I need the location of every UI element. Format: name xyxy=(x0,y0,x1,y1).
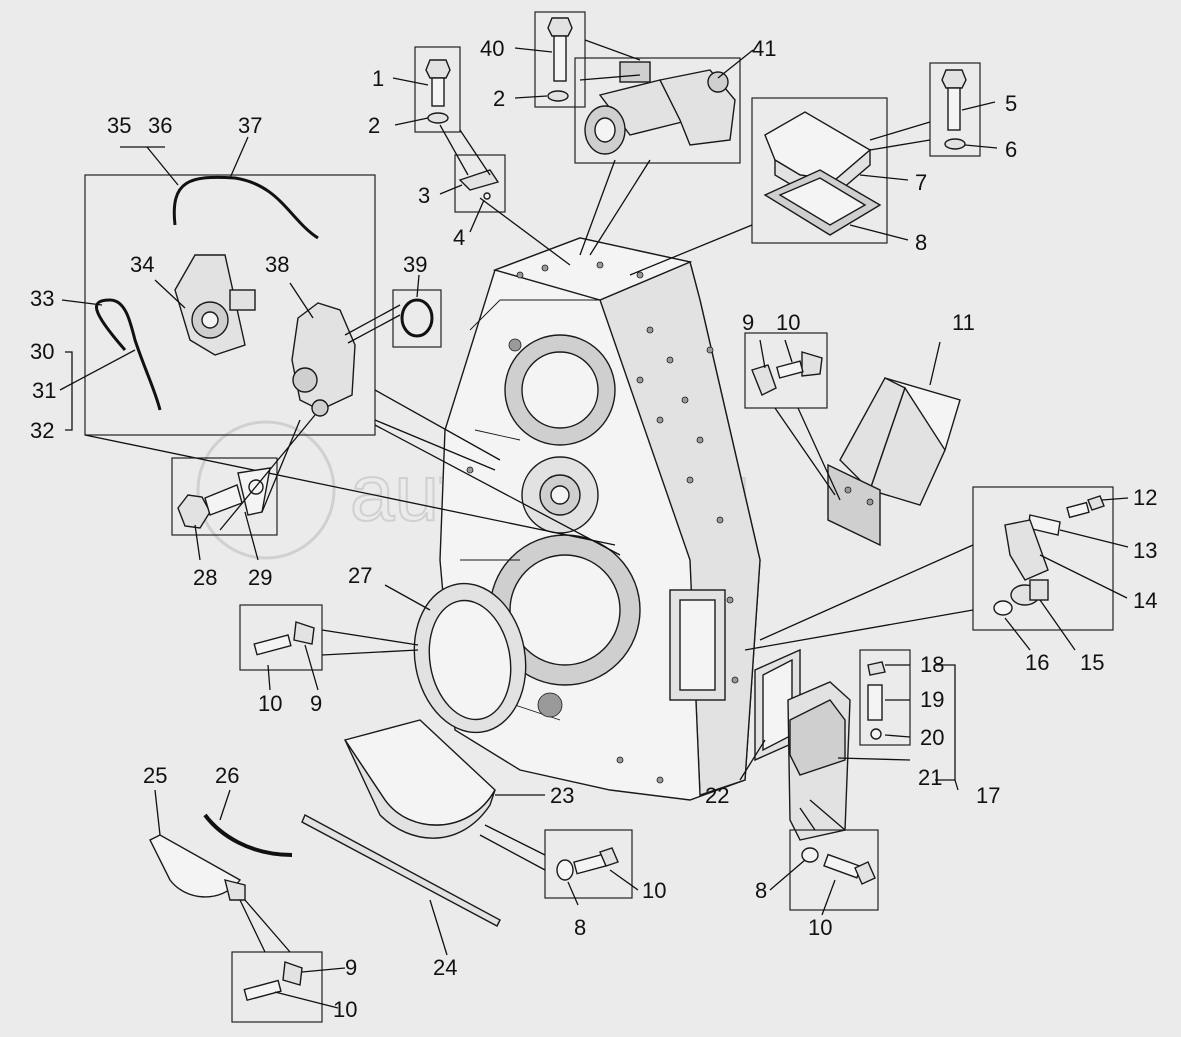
label-8: 8 xyxy=(755,878,767,903)
label-20: 20 xyxy=(920,725,944,750)
label-39: 39 xyxy=(403,252,427,277)
bolt-group-8-10-center xyxy=(479,824,633,899)
clip-bolt-group-9-10-bottom xyxy=(231,899,323,1023)
box-bolt-8-10-right xyxy=(789,829,879,911)
label-leaders xyxy=(194,47,998,1009)
label-8: 8 xyxy=(574,915,586,940)
label-33: 33 xyxy=(30,286,54,311)
label-10: 10 xyxy=(333,997,357,1022)
box-clip-9-10-top xyxy=(744,332,828,409)
solenoid-valve-group xyxy=(534,11,741,164)
label-16: 16 xyxy=(1025,650,1049,675)
label-5: 5 xyxy=(1005,91,1017,116)
plate-group-12-16 xyxy=(744,486,1129,651)
label-10: 10 xyxy=(642,878,666,903)
label-24: 24 xyxy=(433,955,457,980)
callout-labels: 1 2 3 4 40 2 41 5 6 7 8 35 36 37 34 38 3… xyxy=(30,36,1157,1022)
box-clip-9-10-bottom xyxy=(231,951,323,1023)
label-10: 10 xyxy=(808,915,832,940)
label-14: 14 xyxy=(1133,588,1157,613)
label-9: 9 xyxy=(742,310,754,335)
label-32: 32 xyxy=(30,418,54,443)
strip-24 xyxy=(301,814,501,956)
o-ring-39 xyxy=(344,274,442,348)
label-22: 22 xyxy=(705,783,729,808)
label-26: 26 xyxy=(215,763,239,788)
label-29: 29 xyxy=(248,565,272,590)
clip-bolt-group-9-10-top xyxy=(744,332,828,409)
label-23: 23 xyxy=(550,783,574,808)
label-36: 36 xyxy=(148,113,172,138)
label-35: 35 xyxy=(107,113,131,138)
label-2: 2 xyxy=(368,113,380,138)
label-8: 8 xyxy=(915,230,927,255)
box-cover-7-8 xyxy=(751,97,888,244)
label-18: 18 xyxy=(920,652,944,677)
label-15: 15 xyxy=(1080,650,1104,675)
box-bolt-5-6 xyxy=(929,62,981,157)
box-bolt-28-29 xyxy=(171,457,278,536)
label-27: 27 xyxy=(348,563,372,588)
label-31: 31 xyxy=(32,378,56,403)
label-38: 38 xyxy=(265,252,289,277)
bracket-11 xyxy=(774,341,961,547)
label-12: 12 xyxy=(1133,485,1157,510)
label-25: 25 xyxy=(143,763,167,788)
label-10: 10 xyxy=(258,691,282,716)
label-28: 28 xyxy=(193,565,217,590)
label-19: 19 xyxy=(920,687,944,712)
clip-bolt-group-9-10-left xyxy=(239,604,419,671)
box-bolt-40 xyxy=(534,11,586,108)
bolt-group-8-10-right xyxy=(789,799,879,911)
label-13: 13 xyxy=(1133,538,1157,563)
label-21: 21 xyxy=(918,765,942,790)
label-10: 10 xyxy=(776,310,800,335)
tray-23 xyxy=(343,719,545,839)
box-bracket-3-4 xyxy=(454,154,506,213)
label-6: 6 xyxy=(1005,137,1017,162)
label-30: 30 xyxy=(30,339,54,364)
box-bolt-1-2 xyxy=(414,46,461,133)
box-plug-18-20 xyxy=(859,649,911,746)
label-17: 17 xyxy=(976,783,1000,808)
shield-group-25-26 xyxy=(149,789,293,901)
label-7: 7 xyxy=(915,170,927,195)
pump-assembly-group xyxy=(59,136,376,436)
label-4: 4 xyxy=(453,225,465,250)
cover-group-17-22 xyxy=(739,648,956,841)
label-9: 9 xyxy=(345,955,357,980)
label-11: 11 xyxy=(952,310,975,335)
box-pump-assembly xyxy=(84,174,376,436)
box-clip-9-10-left xyxy=(239,604,323,671)
label-37: 37 xyxy=(238,113,262,138)
flange-27 xyxy=(384,582,527,734)
label-2: 2 xyxy=(493,86,505,111)
box-bolt-8-10-center xyxy=(544,829,633,899)
label-41: 41 xyxy=(752,36,776,61)
cover-group-5-8 xyxy=(751,62,981,244)
label-34: 34 xyxy=(130,252,154,277)
box-valve-41 xyxy=(574,57,741,164)
label-40: 40 xyxy=(480,36,504,61)
box-plate-12-16 xyxy=(972,486,1114,631)
label-9: 9 xyxy=(310,691,322,716)
bolt-group-28-29 xyxy=(171,414,316,536)
label-1: 1 xyxy=(372,66,384,91)
label-3: 3 xyxy=(418,183,430,208)
